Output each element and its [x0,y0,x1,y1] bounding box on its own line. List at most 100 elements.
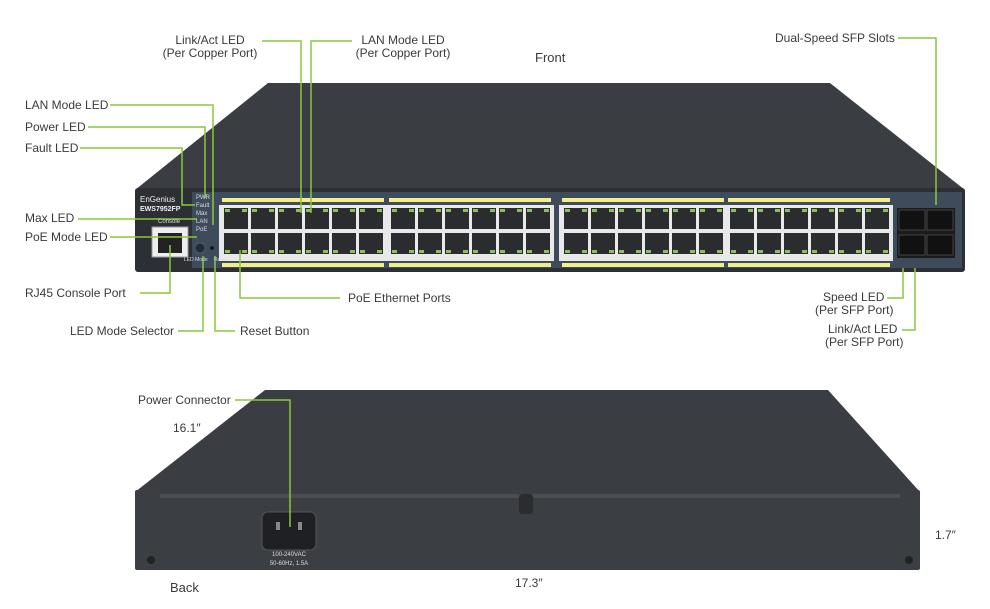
port-led [473,209,478,212]
port-led [279,250,284,253]
poe-ethernet-port [359,233,383,254]
port-led [323,250,328,253]
port-led [490,250,495,253]
port-led [360,250,365,253]
port-led [646,250,651,253]
sfp-slot [926,234,954,256]
port-led [252,250,257,253]
port-led [333,250,338,253]
port-led [866,250,871,253]
port-led [527,250,532,253]
poe-ethernet-port [838,233,862,254]
leader-line [214,256,235,332]
poe-ethernet-port [391,208,415,229]
port-led [609,209,614,212]
poe-ethernet-port [865,233,889,254]
poe-ethernet-port [224,233,248,254]
poe-ethernet-port [526,208,550,229]
port-number-strip [728,198,890,202]
port-led [392,250,397,253]
poe-ethernet-port [757,233,781,254]
poe-ethernet-port [499,233,523,254]
port-number-strip [222,198,384,202]
port-led [333,209,338,212]
poe-ethernet-port [224,208,248,229]
port-led [812,209,817,212]
port-led [700,250,705,253]
port-led [446,250,451,253]
poe-ethernet-port [499,208,523,229]
port-led [517,250,522,253]
port-led [392,209,397,212]
port-led [700,209,705,212]
port-led [463,250,468,253]
port-number-strip [562,198,724,202]
port-led [883,209,888,212]
sfp-slot [926,209,954,231]
poe-ethernet-port [811,208,835,229]
poe-ethernet-port [730,233,754,254]
power-connector [261,511,317,551]
callout-link-act-sfp: Link/Act LED [828,322,898,336]
port-led [619,250,624,253]
port-led [883,250,888,253]
port-led [829,209,834,212]
poe-ethernet-port [811,233,835,254]
port-led [306,250,311,253]
reset-button[interactable] [210,246,214,250]
callout-power-led: Power LED [25,120,86,134]
leader-line [902,268,916,331]
poe-ethernet-port [278,208,302,229]
leader-line [110,104,214,225]
led-mode-label: LED Mode [184,257,208,263]
port-led [592,250,597,253]
port-number-strip [389,198,551,202]
dimension-width: 17.3″ [515,576,543,590]
port-led [279,209,284,212]
callout-speed-led-sfp-sub: (Per SFP Port) [815,303,894,317]
poe-ethernet-port [418,208,442,229]
port-led [690,250,695,253]
port-led [758,250,763,253]
port-led [419,209,424,212]
leader-line [235,399,291,527]
power-rating-line1: 100-240VAC [272,552,306,558]
port-led [673,209,678,212]
poe-ethernet-port [564,233,588,254]
poe-ethernet-port [359,208,383,229]
poe-ethernet-port [757,208,781,229]
port-led [609,250,614,253]
callout-dual-speed-sfp: Dual-Speed SFP Slots [775,31,895,45]
poe-ethernet-port [838,208,862,229]
port-led [673,250,678,253]
port-led [242,250,247,253]
port-led [225,209,230,212]
poe-ethernet-port [730,208,754,229]
port-led [731,250,736,253]
reset-label: Reset [214,257,228,263]
port-led [619,209,624,212]
leader-line [80,147,195,206]
poe-ethernet-port [564,208,588,229]
port-led [775,209,780,212]
poe-ethernet-port [645,208,669,229]
poe-ethernet-port [251,233,275,254]
poe-ethernet-port [865,208,889,229]
poe-ethernet-port [784,208,808,229]
led-mode-selector-button[interactable] [194,242,206,254]
port-led [500,250,505,253]
port-led [839,250,844,253]
port-led [500,209,505,212]
power-pin [298,522,302,530]
port-led [812,250,817,253]
port-led [717,209,722,212]
port-led [377,250,382,253]
poe-ethernet-port [305,208,329,229]
screw [905,556,913,564]
port-led [436,250,441,253]
port-led [582,250,587,253]
port-led [323,209,328,212]
callout-link-act-sfp-sub: (Per SFP Port) [825,335,904,349]
led-label-poe: PoE [196,227,208,233]
